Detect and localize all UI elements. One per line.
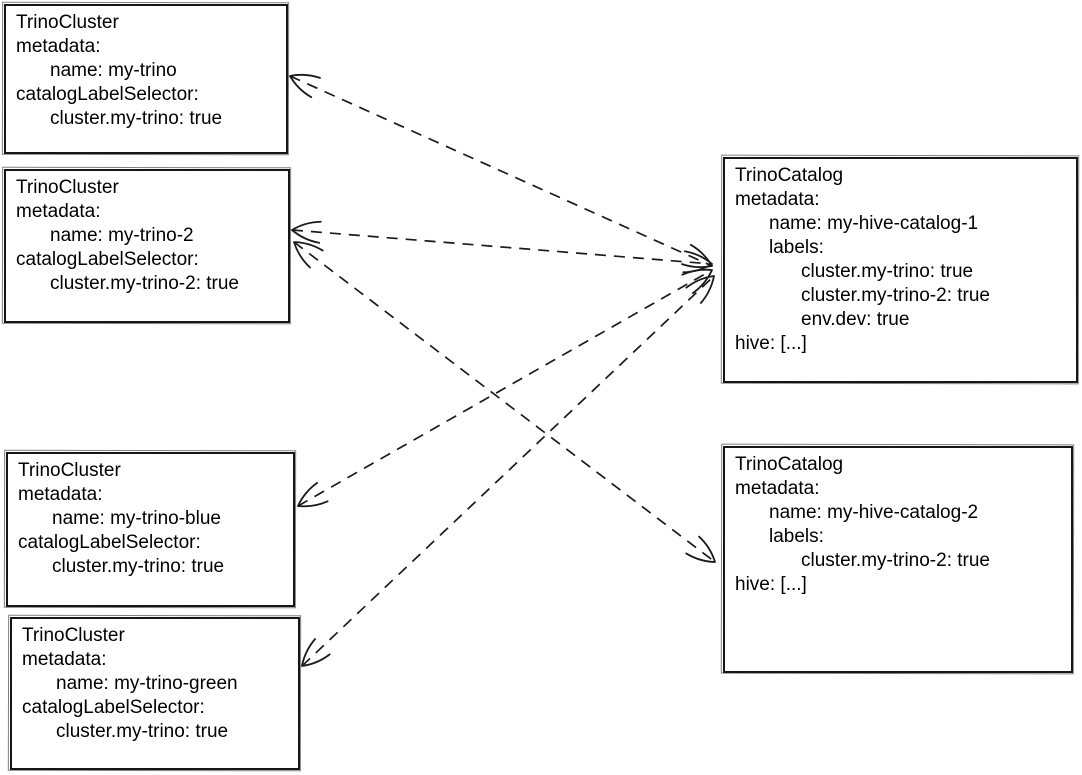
node-yaml-line: name: my-trino-blue (52, 508, 221, 529)
node-kind-label: TrinoCluster (16, 177, 119, 198)
edge-my-trino-to-my-hive-catalog-1 (289, 73, 713, 269)
node-yaml-line: catalogLabelSelector: (18, 532, 201, 553)
node-yaml-line: hive: [...] (735, 333, 807, 354)
edge-my-trino-green-to-my-hive-catalog-1 (301, 275, 715, 667)
node-trinocluster-my-trino: TrinoCluster metadata: name: my-trino ca… (4, 4, 288, 154)
node-kind-label: TrinoCatalog (735, 165, 844, 186)
node-kind-label: TrinoCatalog (735, 454, 844, 475)
node-yaml-line: metadata: (735, 478, 820, 499)
node-yaml-line: cluster.my-trino-2: true (801, 550, 990, 571)
node-kind-label: TrinoCluster (16, 12, 119, 33)
node-yaml-line: metadata: (22, 649, 107, 670)
node-yaml-line: name: my-trino-green (56, 673, 238, 694)
node-yaml-line: cluster.my-trino: true (52, 556, 225, 577)
node-yaml-line: catalogLabelSelector: (22, 697, 205, 718)
node-yaml-line: name: my-trino (50, 60, 177, 81)
node-yaml-line: labels: (769, 237, 824, 258)
node-yaml-line: cluster.my-trino-2: true (50, 273, 239, 294)
node-yaml-line: name: my-trino-2 (50, 225, 194, 246)
node-trinocatalog-my-hive-catalog-2: TrinoCatalog metadata: name: my-hive-cat… (723, 446, 1073, 673)
node-trinocluster-my-trino-blue: TrinoCluster metadata: name: my-trino-bl… (6, 452, 295, 607)
edge-my-trino-2-to-my-hive-catalog-1 (291, 220, 713, 274)
node-yaml-line: hive: [...] (735, 574, 807, 595)
node-trinocluster-my-trino-2: TrinoCluster metadata: name: my-trino-2 … (4, 169, 290, 323)
node-yaml-line: catalogLabelSelector: (16, 249, 199, 270)
node-yaml-line: name: my-hive-catalog-2 (769, 502, 979, 523)
node-yaml-line: env.dev: true (801, 309, 910, 330)
node-trinocatalog-my-hive-catalog-1: TrinoCatalog metadata: name: my-hive-cat… (723, 157, 1078, 383)
node-yaml-line: metadata: (735, 189, 820, 210)
edge-my-trino-2-to-my-hive-catalog-2 (293, 241, 716, 563)
node-yaml-line: cluster.my-trino: true (801, 261, 974, 282)
node-yaml-line: name: my-hive-catalog-1 (769, 213, 979, 234)
node-yaml-line: metadata: (16, 36, 101, 57)
node-yaml-line: labels: (769, 526, 824, 547)
node-yaml-line: metadata: (16, 201, 101, 222)
node-kind-label: TrinoCluster (18, 460, 121, 481)
edge-my-trino-blue-to-my-hive-catalog-1 (297, 268, 713, 508)
node-yaml-line: cluster.my-trino: true (56, 721, 229, 742)
node-kind-label: TrinoCluster (22, 625, 125, 646)
node-yaml-line: cluster.my-trino-2: true (801, 285, 990, 306)
node-yaml-line: catalogLabelSelector: (16, 84, 199, 105)
node-yaml-line: cluster.my-trino: true (50, 108, 223, 129)
node-yaml-line: metadata: (18, 484, 103, 505)
node-trinocluster-my-trino-green: TrinoCluster metadata: name: my-trino-gr… (10, 617, 300, 770)
